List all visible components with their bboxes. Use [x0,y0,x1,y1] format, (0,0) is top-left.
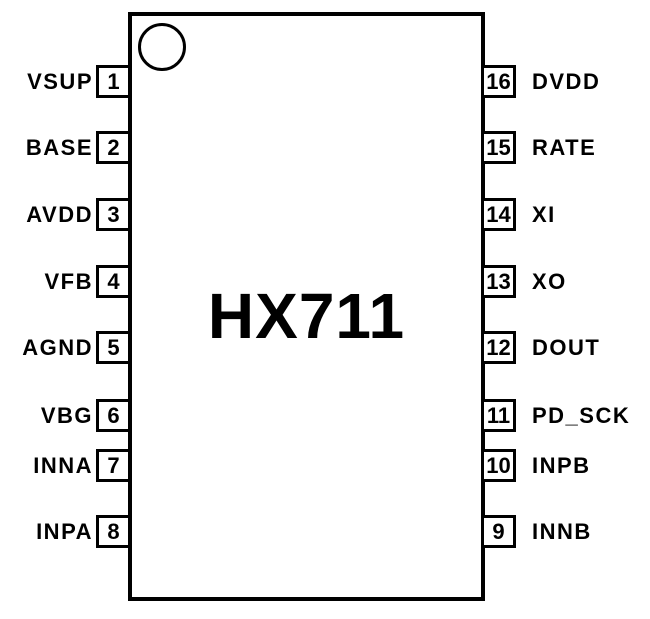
pin-label: AGND [22,334,93,360]
pin-number: 4 [107,268,120,294]
pin-row-15: 15 RATE [481,131,596,164]
pin-row-8: INPA 8 [0,515,131,548]
pin-row-13: 13 XO [481,265,567,298]
pin-label: DOUT [532,334,601,360]
pin-label: INNA [33,452,93,478]
pin-number: 10 [486,452,511,478]
pin-row-10: 10 INPB [481,449,591,482]
pin-number: 8 [107,518,120,544]
pin-number-box: 2 [96,131,131,164]
pin-label: XI [532,201,556,227]
pin-row-3: AVDD 3 [0,198,131,231]
pin-number: 16 [486,68,511,94]
pin-label: DVDD [532,68,601,94]
pin-number-box: 13 [481,265,516,298]
pin-row-4: VFB 4 [0,265,131,298]
pin1-indicator-circle [138,23,186,71]
pin-number-box: 11 [481,399,516,432]
pin-number-box: 12 [481,331,516,364]
pin-number: 13 [486,268,511,294]
pin-row-2: BASE 2 [0,131,131,164]
pin-label: XO [532,268,567,294]
pin-label: VBG [40,402,93,428]
pin-label: INNB [532,518,592,544]
pin-number: 6 [107,402,120,428]
chip-title: HX711 [207,280,406,352]
pin-number-box: 9 [481,515,516,548]
pin-row-6: VBG 6 [0,399,131,432]
pin-number: 7 [107,452,120,478]
pin-number: 2 [107,134,120,160]
pin-number-box: 3 [96,198,131,231]
pin-label: BASE [25,134,93,160]
pin-label: VFB [44,268,93,294]
pin-number: 9 [492,518,505,544]
pin-number: 1 [107,68,120,94]
pin-row-12: 12 DOUT [481,331,600,364]
pin-row-14: 14 XI [481,198,556,231]
pin-number: 12 [486,334,511,360]
pin-number-box: 15 [481,131,516,164]
pin-label: INPA [36,518,93,544]
ic-package-body [128,12,485,601]
pin-label: PD_SCK [532,402,631,428]
pin-row-1: VSUP 1 [0,65,131,98]
pin-number-box: 10 [481,449,516,482]
pin-label: AVDD [26,201,93,227]
pin-row-5: AGND 5 [0,331,131,364]
pin-label: VSUP [27,68,93,94]
pin-number: 3 [107,201,120,227]
pin-label: RATE [532,134,597,160]
pin-number: 5 [107,334,120,360]
pin-label: INPB [532,452,591,478]
pin-number-box: 5 [96,331,131,364]
pin-row-7: INNA 7 [0,449,131,482]
pin-row-11: 11 PD_SCK [481,399,630,432]
pin-number-box: 14 [481,198,516,231]
pin-number-box: 7 [96,449,131,482]
pin-number: 11 [486,402,511,428]
pin-row-9: 9 INNB [481,515,592,548]
pin-number: 14 [486,201,511,227]
pin-number-box: 16 [481,65,516,98]
pin-number-box: 6 [96,399,131,432]
pin-number-box: 8 [96,515,131,548]
pin-number: 15 [486,134,511,160]
pin-number-box: 1 [96,65,131,98]
pin-row-16: 16 DVDD [481,65,600,98]
pin-number-box: 4 [96,265,131,298]
